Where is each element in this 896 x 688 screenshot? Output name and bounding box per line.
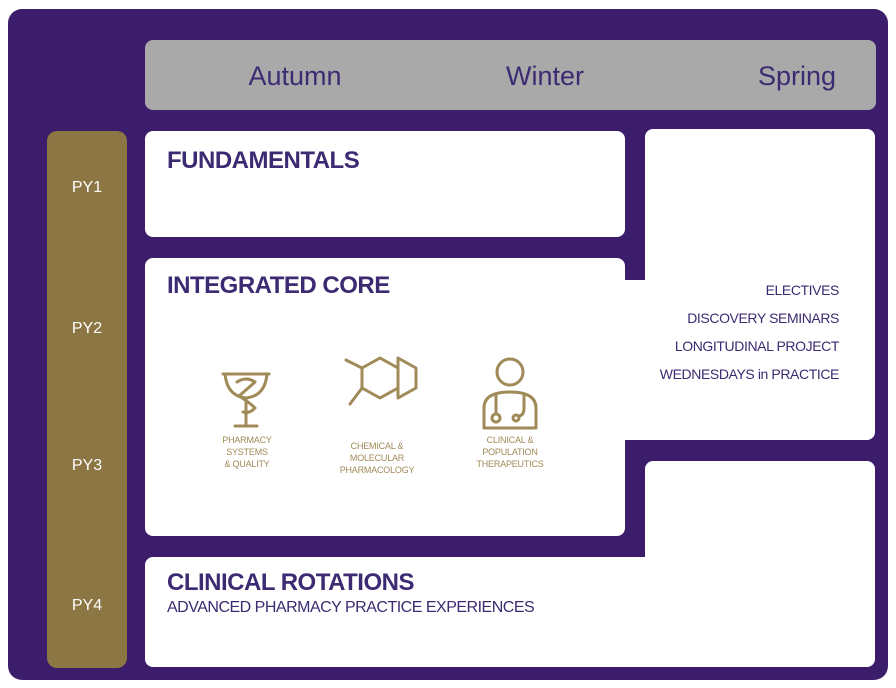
molecule-icon	[344, 356, 418, 406]
season-header: Autumn Winter Spring	[145, 40, 876, 110]
pharmacy-bowl-icon	[221, 372, 271, 428]
clinical-rotations-title: CLINICAL ROTATIONS	[167, 569, 414, 596]
icon-label-chemical: CHEMICAL & MOLECULAR PHARMACOLOGY	[339, 441, 415, 475]
season-spring: Spring	[757, 61, 837, 91]
fundamentals-box: FUNDAMENTALS	[145, 131, 625, 237]
clinical-rotations-subtitle: ADVANCED PHARMACY PRACTICE EXPERIENCES	[167, 599, 535, 616]
icon-label-clinical: CLINICAL & POPULATION THERAPEUTICS	[476, 435, 544, 469]
season-winter: Winter	[505, 61, 584, 91]
icon-label-pharmacy: PHARMACY SYSTEMS & QUALITY	[222, 435, 272, 469]
season-autumn: Autumn	[248, 61, 342, 91]
year-py1: PY1	[71, 179, 103, 196]
elective-item: ELECTIVES	[765, 282, 840, 298]
electives-box: ELECTIVES DISCOVERY SEMINARS LONGITUDINA…	[645, 129, 875, 440]
integrated-core-title: INTEGRATED CORE	[167, 272, 390, 299]
year-column: PY1 PY2 PY3 PY4	[47, 131, 127, 668]
year-py4: PY4	[71, 597, 103, 614]
elective-item: LONGITUDINAL PROJECT	[674, 338, 840, 354]
integrated-core-box: INTEGRATED CORE PHARMACY SYSTEMS & QUALI…	[145, 258, 625, 536]
elective-item: DISCOVERY SEMINARS	[687, 310, 839, 326]
elective-item: WEDNESDAYS in PRACTICE	[659, 366, 840, 382]
year-py3: PY3	[71, 457, 103, 474]
electives-list: ELECTIVES DISCOVERY SEMINARS LONGITUDINA…	[619, 279, 840, 389]
clinical-rotations-box: CLINICAL ROTATIONS ADVANCED PHARMACY PRA…	[145, 557, 875, 667]
fundamentals-title: FUNDAMENTALS	[167, 147, 360, 174]
year-py2: PY2	[71, 320, 103, 337]
clinician-icon	[482, 357, 538, 430]
